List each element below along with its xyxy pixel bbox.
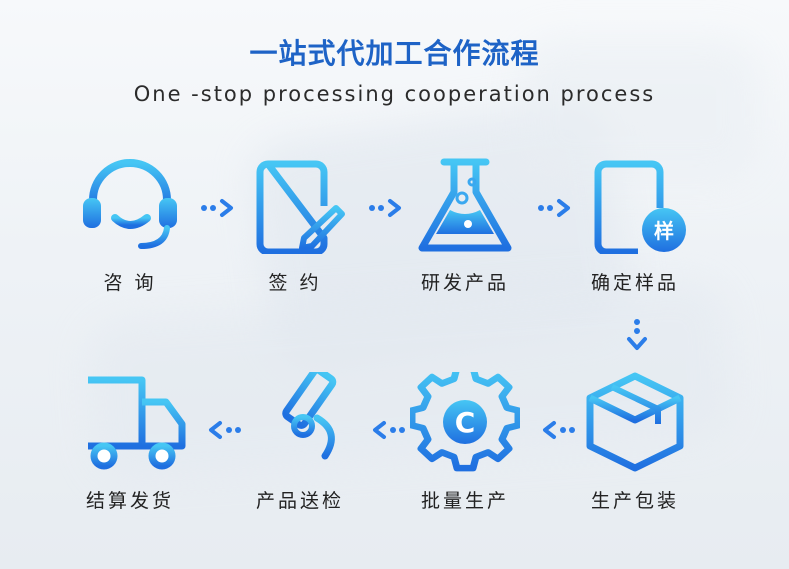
package-box-icon [586, 372, 684, 472]
step-packaging: 生产包装 [575, 372, 695, 513]
dots-arrow-right-icon [369, 199, 401, 217]
step-label: 结算发货 [85, 490, 174, 512]
step-label: 产品送检 [255, 490, 344, 512]
step-mass-production: C 批量生产 [405, 372, 525, 513]
dots-arrow-left-icon [373, 421, 405, 439]
sample-document-icon: 样 [594, 160, 686, 254]
step-consult: 咨 询 [70, 158, 190, 295]
step-settle-ship: 结算发货 [70, 372, 190, 513]
step-sign: 签 约 [235, 158, 355, 295]
step-inspection: 产品送检 [240, 372, 360, 513]
step-label: 确定样品 [590, 272, 679, 294]
step-label: 批量生产 [420, 490, 509, 512]
dots-arrow-right-icon [201, 199, 233, 217]
step-confirm-sample: 样 确定样品 [575, 158, 695, 295]
step-label: 生产包装 [590, 490, 679, 512]
flask-icon [418, 158, 512, 252]
gear-icon: C [410, 372, 520, 472]
background-blur-shape [520, 40, 760, 180]
dots-arrow-left-icon [209, 421, 241, 439]
step-develop: 研发产品 [405, 158, 525, 295]
microscope-icon [255, 372, 347, 466]
dots-arrow-left-icon [543, 421, 575, 439]
dots-arrow-right-icon [538, 199, 570, 217]
step-label: 签 约 [268, 272, 322, 294]
headset-icon [83, 159, 177, 249]
page-subtitle: One -stop processing cooperation process [133, 82, 656, 106]
sample-badge-text: 样 [654, 219, 674, 243]
contract-sign-icon [256, 160, 345, 254]
dots-arrow-down-icon [627, 319, 647, 350]
step-label: 研发产品 [420, 272, 509, 294]
page-title: 一站式代加工合作流程 [249, 37, 540, 70]
step-label: 咨 询 [103, 272, 157, 294]
delivery-truck-icon [74, 376, 186, 470]
gear-letter: C [455, 406, 476, 439]
